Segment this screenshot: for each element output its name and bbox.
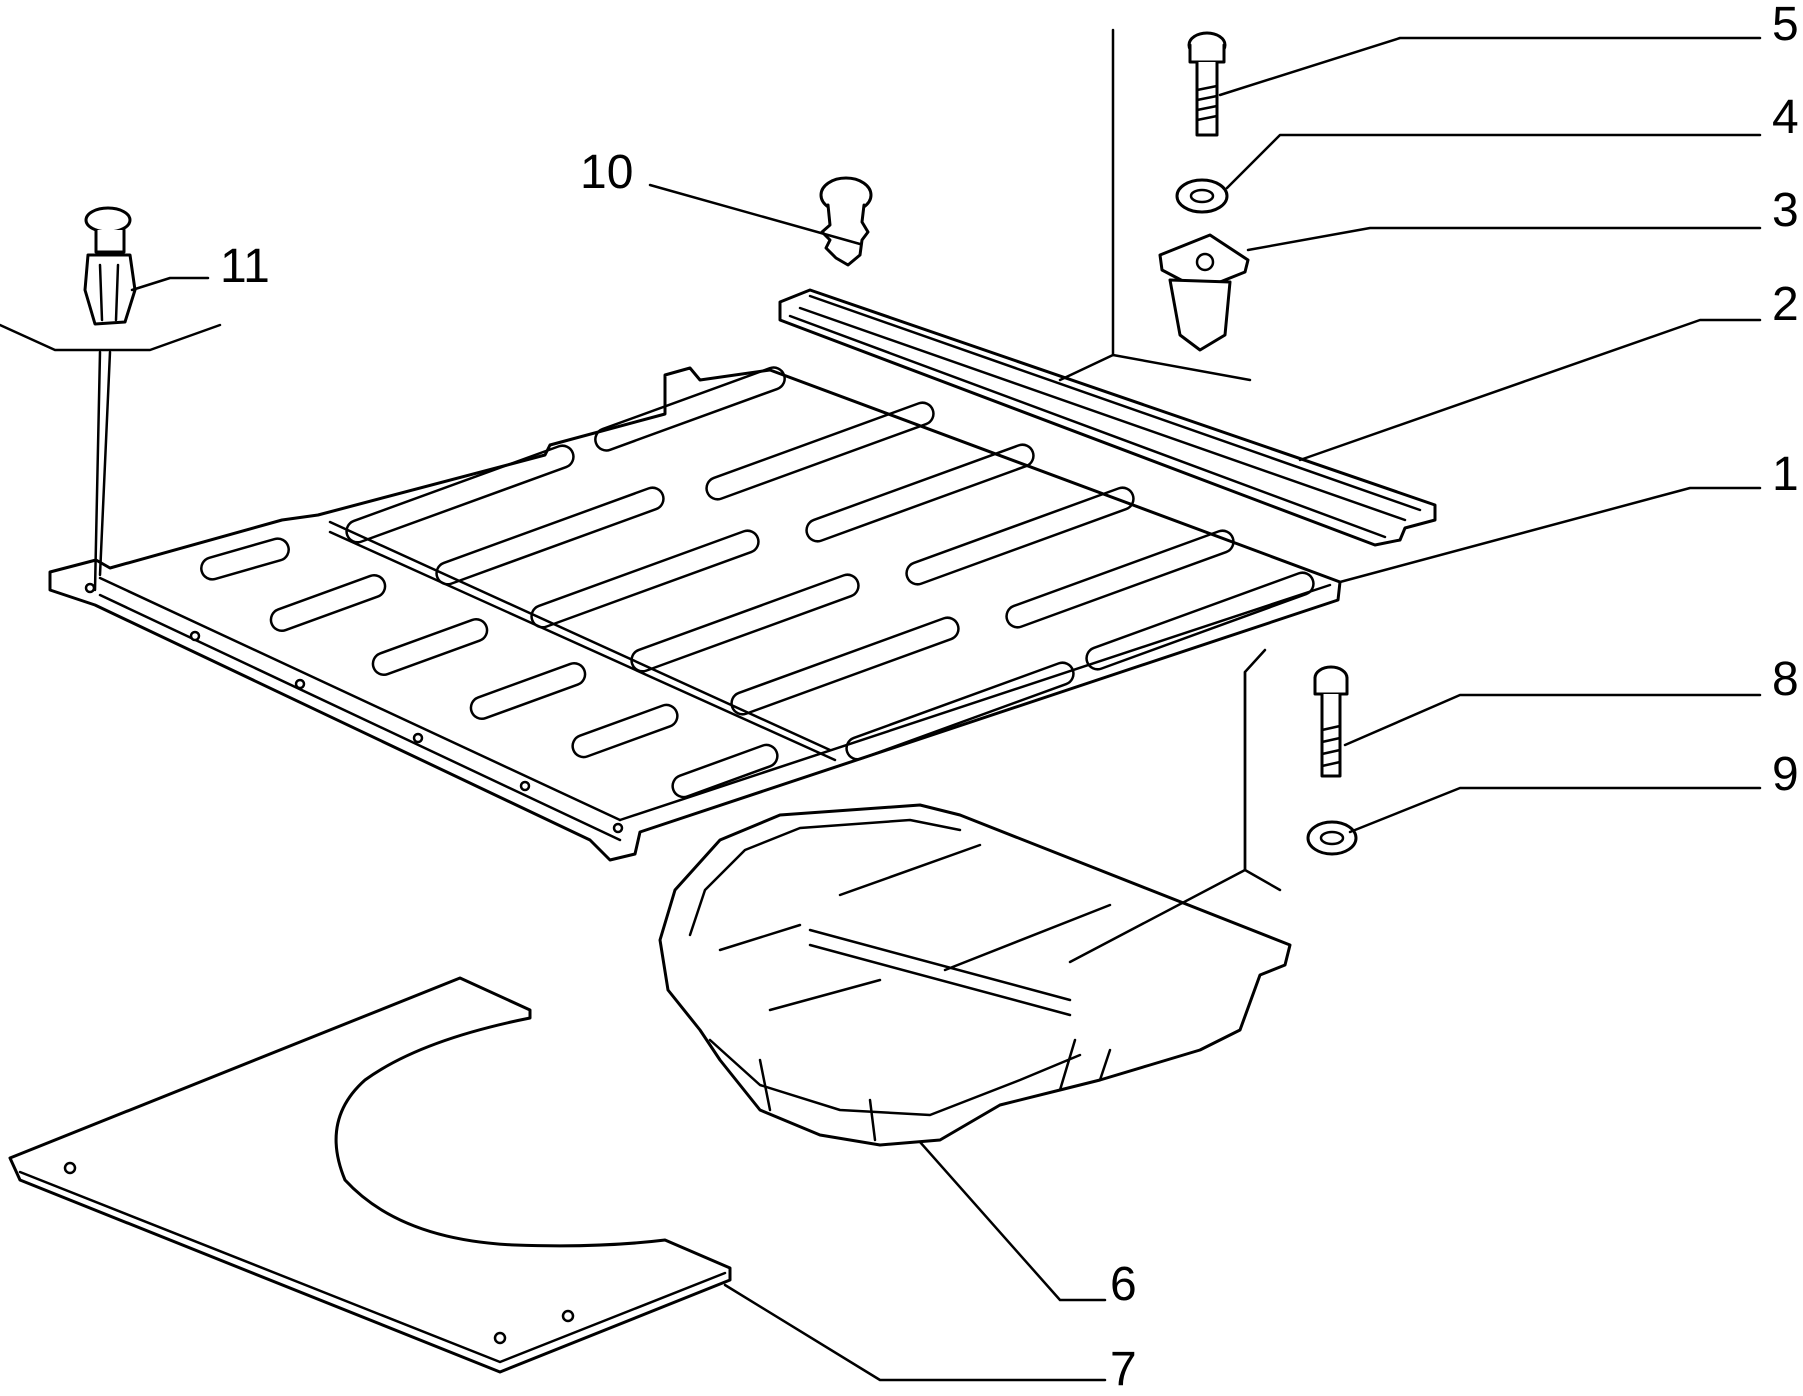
locator-lines (0, 28, 1282, 964)
part-11-expansion-screw (83, 206, 137, 326)
part-8-screw (1313, 665, 1349, 778)
callout-4: 4 (1772, 91, 1799, 144)
floor-ribs (200, 366, 1315, 799)
callout-10: 10 (580, 146, 633, 199)
part-1-floor-panel (48, 366, 1342, 862)
callout-labels: 5 4 3 2 1 8 9 10 11 6 7 (220, 0, 1799, 1396)
callout-5: 5 (1772, 0, 1799, 51)
part-6-tray (658, 803, 1292, 1147)
callout-7: 7 (1110, 1343, 1137, 1396)
leader-lines (130, 36, 1762, 1382)
callout-2: 2 (1772, 278, 1799, 331)
callout-1: 1 (1772, 448, 1799, 501)
part-5-screw (1187, 31, 1227, 137)
part-10-push-clip (819, 176, 873, 267)
part-3-square-nut (1158, 233, 1250, 352)
callout-8: 8 (1772, 653, 1799, 706)
callout-3: 3 (1772, 184, 1799, 237)
callout-11: 11 (220, 240, 270, 293)
part-2-cross-rail (778, 288, 1437, 547)
callout-6: 6 (1110, 1258, 1137, 1311)
part-4-washer (1175, 178, 1229, 214)
callout-9: 9 (1772, 748, 1799, 801)
part-9-washer (1306, 820, 1358, 856)
part-7-mat (8, 976, 732, 1374)
